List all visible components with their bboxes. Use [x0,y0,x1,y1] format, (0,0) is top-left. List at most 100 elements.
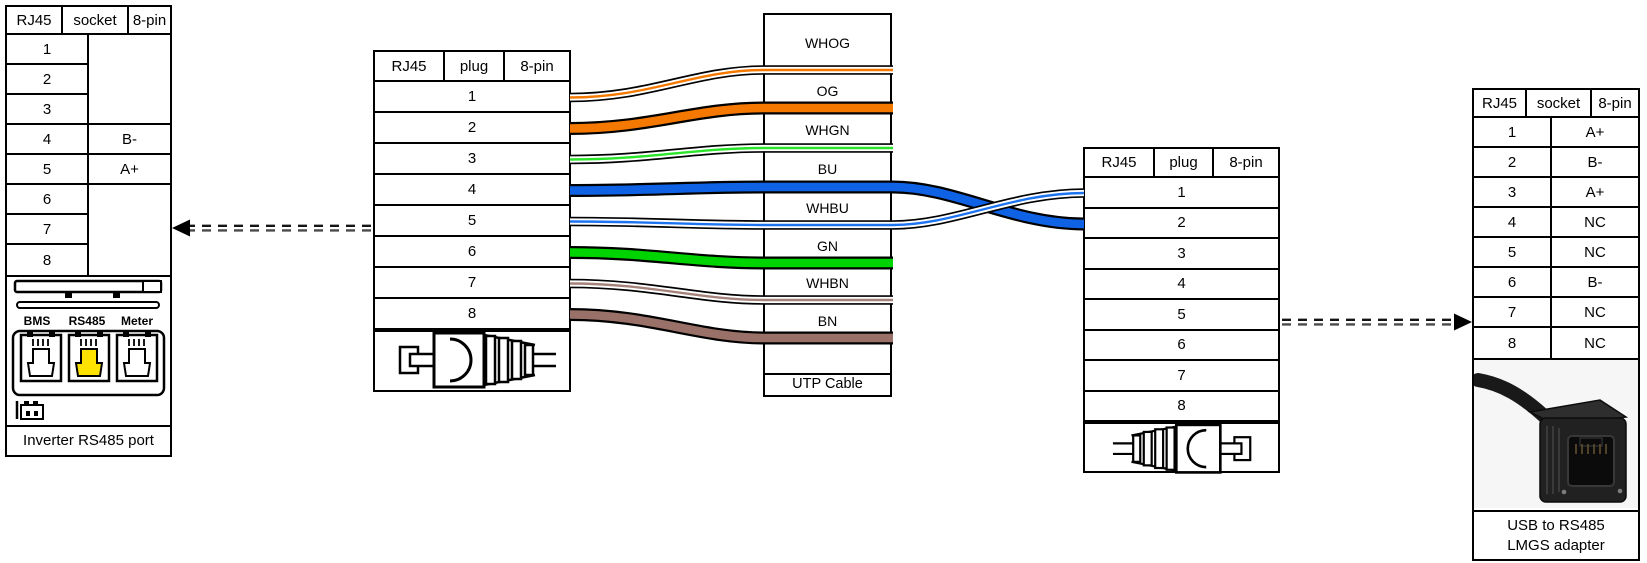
pin-cell: 6 [1474,268,1550,298]
port-label-rs485: RS485 [69,314,106,328]
pin-row: 8 [375,299,569,330]
inverter-ports-drawing: BMS RS485 Meter [11,279,166,420]
pin-row: 6 [1085,331,1278,361]
header-cell-plug: plug [1155,149,1214,176]
header-cell-rj45: RJ45 [375,52,445,80]
pin-cell: 2 [7,65,87,95]
header-label: socket [73,11,117,29]
value-cell: A+ [1552,118,1638,148]
wire-label-whbn: WHBN [806,275,849,291]
value-cell: NC [1552,208,1638,238]
wire-label-whgn: WHGN [805,122,850,138]
adapter-dot [1617,488,1623,494]
value-cell-b-minus: B- [89,125,170,155]
header-cell-8pin: 8-pin [1229,154,1263,171]
pin-cell: 7 [7,215,87,245]
right-caption: USB to RS485 LMGS adapter [1474,510,1638,559]
right-caption-line2: LMGS adapter [1507,536,1605,554]
rj45-contacts [1575,444,1607,454]
header-cell-socket: socket [1527,90,1592,116]
header-label: 8-pin [132,11,167,29]
signal-column: A+ B- A+ NC NC B- NC NC [1552,118,1638,358]
utp-cable-table: WHOG OG WHGN BU WHBU GN WHBN BN UTP Cabl… [763,13,892,397]
adapter-ribs [1546,426,1560,494]
dashed-arrow-right [1282,313,1472,331]
adapter-socket-table: RJ45 socket 8-pin 1 2 3 4 5 6 7 8 A+ B- … [1472,88,1640,561]
wire-label-whog: WHOG [804,35,851,51]
header-cell-plug: plug [445,52,505,80]
table-header: RJ45 plug 8-pin [375,52,569,82]
adapter-dot [1561,489,1567,495]
rs485-jack-highlight [74,348,104,377]
left-plug-table: RJ45 plug 8-pin 1 2 3 4 5 6 7 8 [373,50,571,392]
pin-cell: 1 [7,35,87,65]
pin-row: 1 [1085,178,1278,209]
pin-cell: 7 [1474,298,1550,328]
wire-label-bn: BN [817,313,838,329]
meter-jack-icon [115,331,159,383]
pin-row: 8 [1085,392,1278,422]
panel-rail-thin [16,301,160,309]
header-cell-rj45: RJ45 [7,7,63,33]
utp-divider [765,373,890,375]
pin-row: 5 [1085,300,1278,331]
inverter-socket-table: RJ45 socket 8-pin 1 2 3 4 5 6 7 8 B- A+ [5,5,172,457]
dashed-arrow-left [172,219,371,237]
panel-rail-end [142,280,162,293]
pin-number-column: 1 2 3 4 5 6 7 8 [7,35,89,275]
signal-column: B- A+ [89,35,170,275]
value-cell: B- [1552,268,1638,298]
header-label: RJ45 [16,11,52,29]
pin-cell: 6 [7,185,87,215]
value-cell: NC [1584,334,1606,352]
pin-row: 7 [375,268,569,299]
value-cell: B- [1552,148,1638,178]
pin-cell: 4 [7,125,87,155]
wire-label-gn: GN [817,238,838,254]
header-cell-8pin: 8-pin [129,7,170,33]
rail-tab [65,292,72,298]
value-cell: NC [1552,298,1638,328]
pin-row: 6 [375,237,569,268]
table-body: 1 2 3 4 5 6 7 8 B- A+ [7,35,170,275]
pin-row: 4 [1085,270,1278,300]
arrowhead-right [1454,313,1472,331]
rj45-clip-slot [1579,437,1603,447]
empty-cell [89,185,170,275]
table-body: 1 2 3 4 5 6 7 8 A+ B- A+ NC NC B- NC NC [1474,118,1638,358]
pin-row: 1 [375,82,569,113]
pin-cell: 3 [7,95,87,125]
right-caption-line1: USB to RS485 [1507,516,1605,534]
table-header: RJ45 plug 8-pin [1085,149,1278,178]
pin-row: 5 [375,206,569,237]
pin-cell: 1 [1474,118,1550,148]
table-header: RJ45 socket 8-pin [7,7,170,35]
utp-caption: UTP Cable [792,376,863,392]
header-cell-socket: socket [63,7,129,33]
pin-row: 4 [375,175,569,206]
value-cell-a-plus: A+ [89,155,170,185]
pin-row: 2 [375,113,569,144]
wire-label-whbu: WHBU [806,200,849,216]
usb-adapter-image [1474,360,1638,508]
rs485-jack-icon [67,331,111,383]
port-label-meter: Meter [121,314,153,328]
right-plug-drawing-box [1085,422,1278,471]
adapter-photo [1474,358,1638,510]
inverter-ports-image: BMS RS485 Meter [7,275,170,425]
rail-tab [113,292,120,298]
pin-cell: 5 [7,155,87,185]
connector-icon [15,401,44,420]
pin-row: 7 [1085,361,1278,392]
header-cell-8pin: 8-pin [520,57,554,75]
pin-cell: 5 [1474,238,1550,268]
header-cell-8pin: 8-pin [1598,94,1632,112]
wire-label-og: OG [816,83,839,99]
bms-jack-icon [19,331,63,383]
wire-label-bu: BU [817,161,838,177]
pin-row: 2 [1085,209,1278,239]
pin-row: 3 [375,144,569,175]
pin-cell: 4 [1474,208,1550,238]
value-cell: NC [1552,238,1638,268]
